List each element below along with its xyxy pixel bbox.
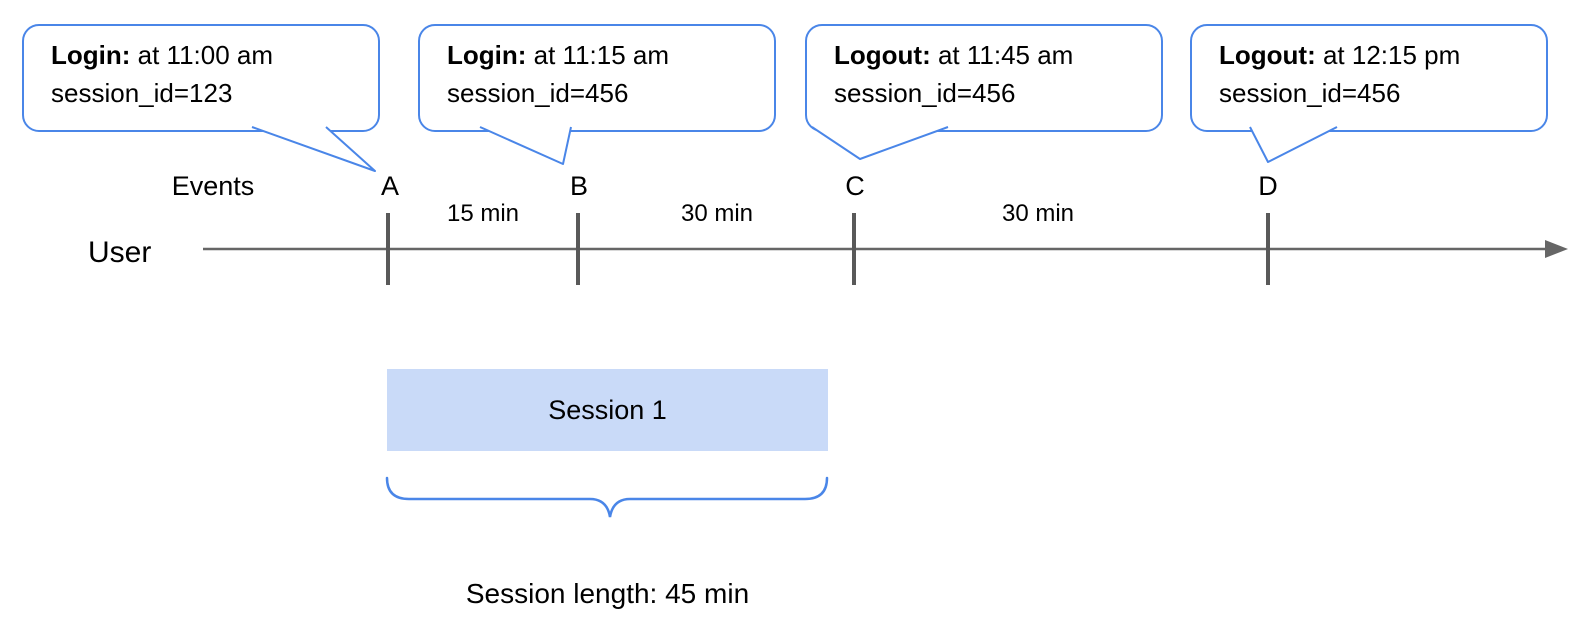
event-time-text: at 11:15 am xyxy=(526,40,670,70)
session-id-text: session_id=456 xyxy=(1219,78,1401,108)
session-bar: Session 1 xyxy=(387,369,828,451)
event-bubble-c: Logout: at 11:45 am session_id=456 xyxy=(805,24,1163,132)
session-id-text: session_id=456 xyxy=(447,78,629,108)
events-row-label: Events xyxy=(171,171,255,201)
event-time-text: at 11:00 am xyxy=(130,40,274,70)
event-letter-c: C xyxy=(845,171,865,201)
bubble-line-1: Login: at 11:15 am xyxy=(447,36,764,74)
bubble-tail-a xyxy=(251,126,376,172)
interval-label-cd: 30 min xyxy=(1001,200,1075,227)
event-letter-b: B xyxy=(569,171,589,201)
bubble-tail-d xyxy=(1249,126,1338,163)
interval-label-ab: 15 min xyxy=(446,200,520,227)
event-letter-d: D xyxy=(1258,171,1278,201)
session-id-text: session_id=123 xyxy=(51,78,233,108)
event-letter-a: A xyxy=(380,171,400,201)
timeline-arrowhead-icon xyxy=(1545,240,1568,258)
event-bubble-a: Login: at 11:00 am session_id=123 xyxy=(22,24,380,132)
bubble-line-1: Logout: at 12:15 pm xyxy=(1219,36,1536,74)
session-id-text: session_id=456 xyxy=(834,78,1016,108)
session-bar-label: Session 1 xyxy=(548,394,667,425)
bubble-line-1: Logout: at 11:45 am xyxy=(834,36,1151,74)
event-type-label: Login: xyxy=(447,40,527,70)
event-type-label: Logout: xyxy=(834,40,931,70)
event-type-label: Logout: xyxy=(1219,40,1316,70)
event-time-text: at 12:15 pm xyxy=(1315,40,1461,70)
event-bubble-b: Login: at 11:15 am session_id=456 xyxy=(418,24,776,132)
event-time-text: at 11:45 am xyxy=(930,40,1074,70)
session-length-caption: Session length: 45 min xyxy=(465,578,750,609)
bubble-line-1: Login: at 11:00 am xyxy=(51,36,368,74)
event-type-label: Login: xyxy=(51,40,131,70)
bubble-tail-b xyxy=(479,126,572,165)
session-brace xyxy=(385,476,829,518)
event-bubble-d: Logout: at 12:15 pm session_id=456 xyxy=(1190,24,1548,132)
interval-label-bc: 30 min xyxy=(680,200,754,227)
user-axis-label: User xyxy=(88,236,152,269)
